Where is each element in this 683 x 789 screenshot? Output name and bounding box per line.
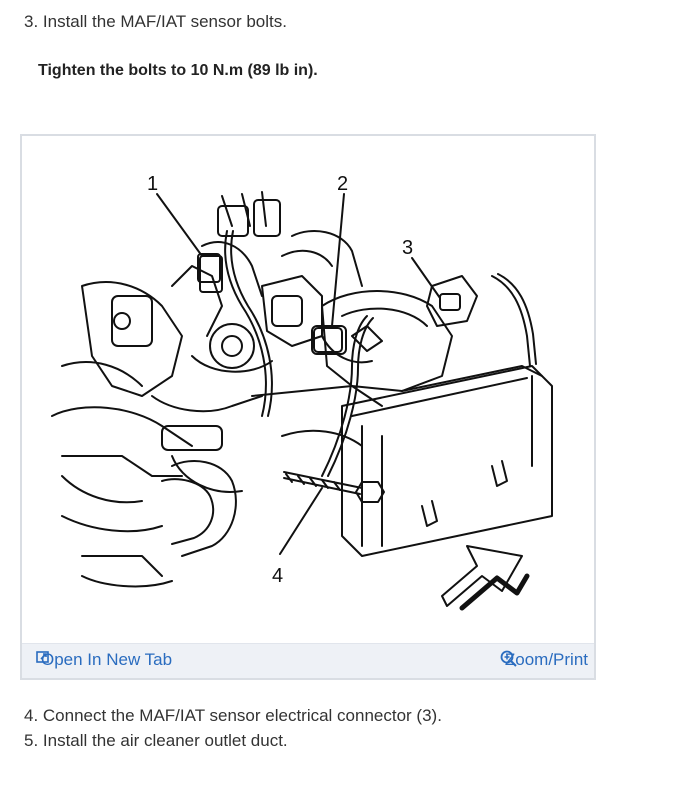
zoom-print-label: Zoom/Print	[504, 650, 588, 669]
zoom-print-link[interactable]: Zoom/Print	[500, 650, 588, 670]
open-in-new-tab-link[interactable]: Open In New Tab	[36, 650, 172, 670]
callout-4: 4	[272, 565, 283, 587]
engine-diagram: 1 2 3 4	[51, 173, 553, 611]
diagram-figure: 1 2 3 4 Open In New Tab	[20, 134, 596, 680]
callout-3: 3	[402, 237, 413, 259]
callout-1: 1	[147, 173, 158, 195]
step-3-text: 3. Install the MAF/IAT sensor bolts.	[24, 12, 287, 31]
figure-toolbar: Open In New Tab Zoom/Print	[22, 643, 594, 678]
torque-note: Tighten the bolts to 10 N.m (89 lb in).	[38, 62, 318, 79]
callout-2: 2	[337, 173, 348, 195]
open-in-new-tab-label: Open In New Tab	[41, 650, 173, 669]
step-5-text: 5. Install the air cleaner outlet duct.	[24, 731, 288, 750]
step-4-text: 4. Connect the MAF/IAT sensor electrical…	[24, 706, 442, 725]
